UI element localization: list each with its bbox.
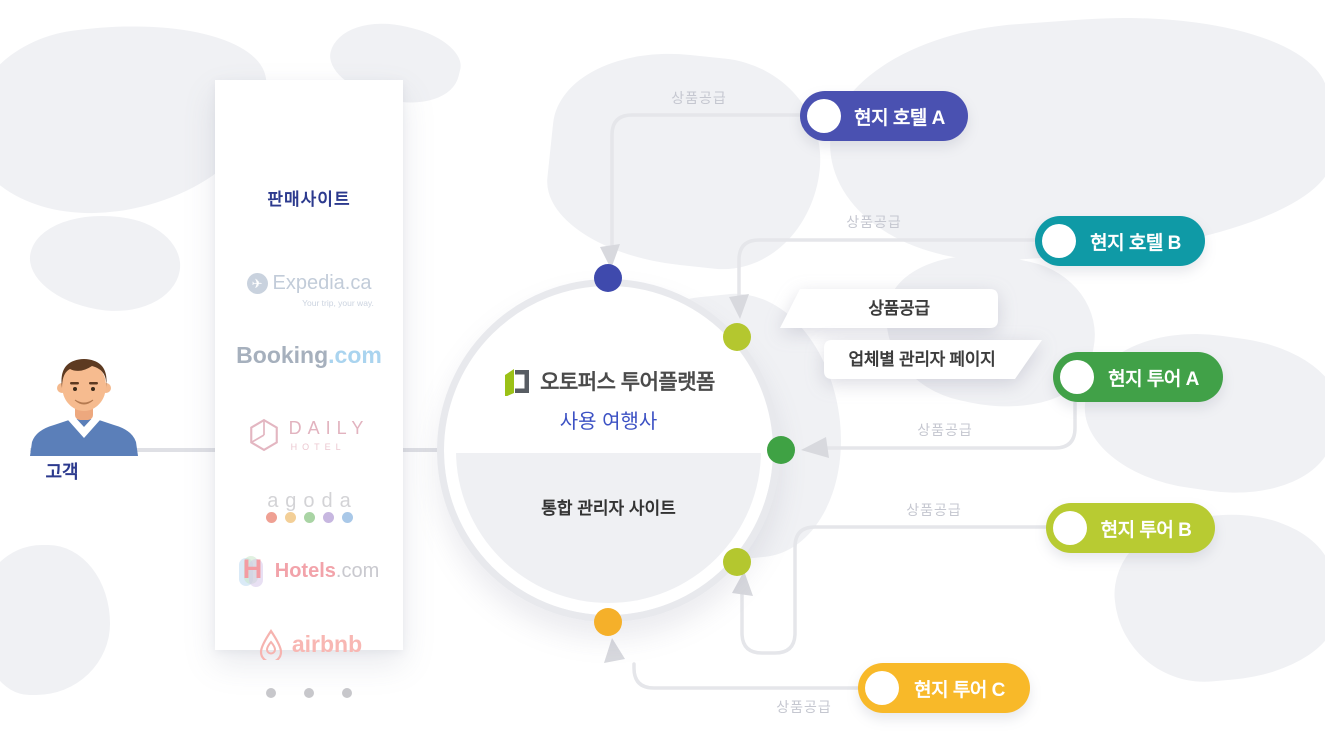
rim-dot-bottom — [594, 608, 622, 636]
supply-label-hotel-a: 상품공급 — [671, 90, 727, 106]
airbnb-wordmark: airbnb — [291, 630, 363, 657]
tour-b-supply-line — [740, 525, 1048, 655]
airplane-globe-icon: ✈ — [246, 273, 268, 294]
pill-dot — [1053, 511, 1087, 545]
hotels-com-logo: H Hotels.com — [215, 554, 403, 588]
belo-icon — [259, 629, 282, 660]
platform-name-row: 오토퍼스 투어플랫폼 — [437, 366, 780, 396]
supplier-pill-tour-a: 현지 투어 A — [1053, 352, 1223, 402]
tour-a-supply-line — [808, 401, 1077, 450]
daily-sub-wordmark: HOTEL — [290, 442, 346, 452]
hotel-a-supply-line — [610, 113, 802, 258]
pill-dot — [807, 99, 841, 133]
open-door-logo-icon — [505, 369, 530, 396]
hotel-b-supply-line — [737, 238, 1037, 314]
map-shape — [0, 545, 110, 695]
customer-label: 고객 — [45, 462, 79, 482]
expedia-logo: ✈ Expedia.ca — [215, 272, 403, 295]
hotels-wordmark: Hotels — [274, 559, 336, 582]
supply-label-tour-b: 상품공급 — [906, 502, 962, 518]
supply-label-tour-a: 상품공급 — [917, 422, 973, 438]
booking-wordmark: Booking — [236, 342, 329, 368]
pill-dot — [865, 671, 899, 705]
platform-name: 오토퍼스 투어플랫폼 — [540, 371, 715, 394]
daily-wordmark: DAILY — [288, 418, 370, 438]
speech-bubble-supply — [780, 289, 998, 328]
arrow-up-tour-c — [604, 638, 625, 663]
tour-c-supply-line — [632, 662, 861, 690]
supplier-pill-tour-b: 현지 투어 B — [1046, 503, 1215, 553]
arrow-down-hotel-b — [729, 294, 749, 319]
hotels-suffix: .com — [335, 559, 380, 582]
agoda-dots-icon — [215, 512, 403, 523]
expedia-tagline: Your trip, your way. — [302, 298, 374, 308]
booking-suffix: .com — [328, 342, 382, 368]
pill-dot — [1042, 224, 1076, 258]
more-sites-dots — [215, 688, 403, 698]
bubble-admin-text: 업체별 관리자 페이지 — [848, 350, 996, 369]
supplier-label: 현지 투어 C — [914, 679, 1005, 701]
panel-title: 판매사이트 — [267, 190, 351, 209]
arrow-up-tour-b — [732, 571, 753, 596]
arrow-left-tour-a — [801, 437, 829, 458]
supplier-pill-hotel-b: 현지 호텔 B — [1035, 216, 1205, 266]
airbnb-logo: airbnb — [215, 628, 403, 660]
supplier-label: 현지 투어 B — [1100, 519, 1192, 541]
rim-dot-top — [594, 264, 622, 292]
rim-dot-lower-right — [723, 548, 751, 576]
platform-subtitle: 사용 여행사 — [559, 411, 658, 433]
hexagon-icon — [249, 418, 278, 452]
supply-label-hotel-b: 상품공급 — [846, 214, 902, 230]
supplier-label: 현지 투어 A — [1108, 368, 1199, 390]
rim-dot-right — [767, 436, 795, 464]
booking-logo: Booking.com — [215, 342, 403, 369]
arrow-down-hotel-a — [600, 244, 620, 269]
bubble-supply-text: 상품공급 — [868, 299, 930, 318]
supplier-pill-hotel-a: 현지 호텔 A — [800, 91, 968, 141]
supplier-pill-tour-c: 현지 투어 C — [858, 663, 1030, 713]
expedia-wordmark: Expedia.ca — [272, 272, 372, 294]
platform-admin-site: 통합 관리자 사이트 — [541, 499, 676, 518]
agoda-logo: agoda — [267, 490, 358, 512]
rim-dot-upper-right — [723, 323, 751, 351]
h-stripes-icon: H — [238, 554, 269, 588]
sales-sites-panel: 판매사이트 ✈ Expedia.ca Your trip, your way. … — [215, 80, 403, 698]
supplier-label: 현지 호텔 A — [854, 107, 945, 129]
supplier-label: 현지 호텔 B — [1090, 232, 1181, 254]
pill-dot — [1060, 360, 1094, 394]
daily-hotel-logo: DAILY HOTEL — [215, 418, 403, 452]
customer-avatar — [22, 356, 146, 461]
person-avatar-icon — [30, 359, 138, 456]
supply-label-tour-c: 상품공급 — [776, 699, 832, 715]
speech-bubble-admin — [824, 340, 1042, 379]
